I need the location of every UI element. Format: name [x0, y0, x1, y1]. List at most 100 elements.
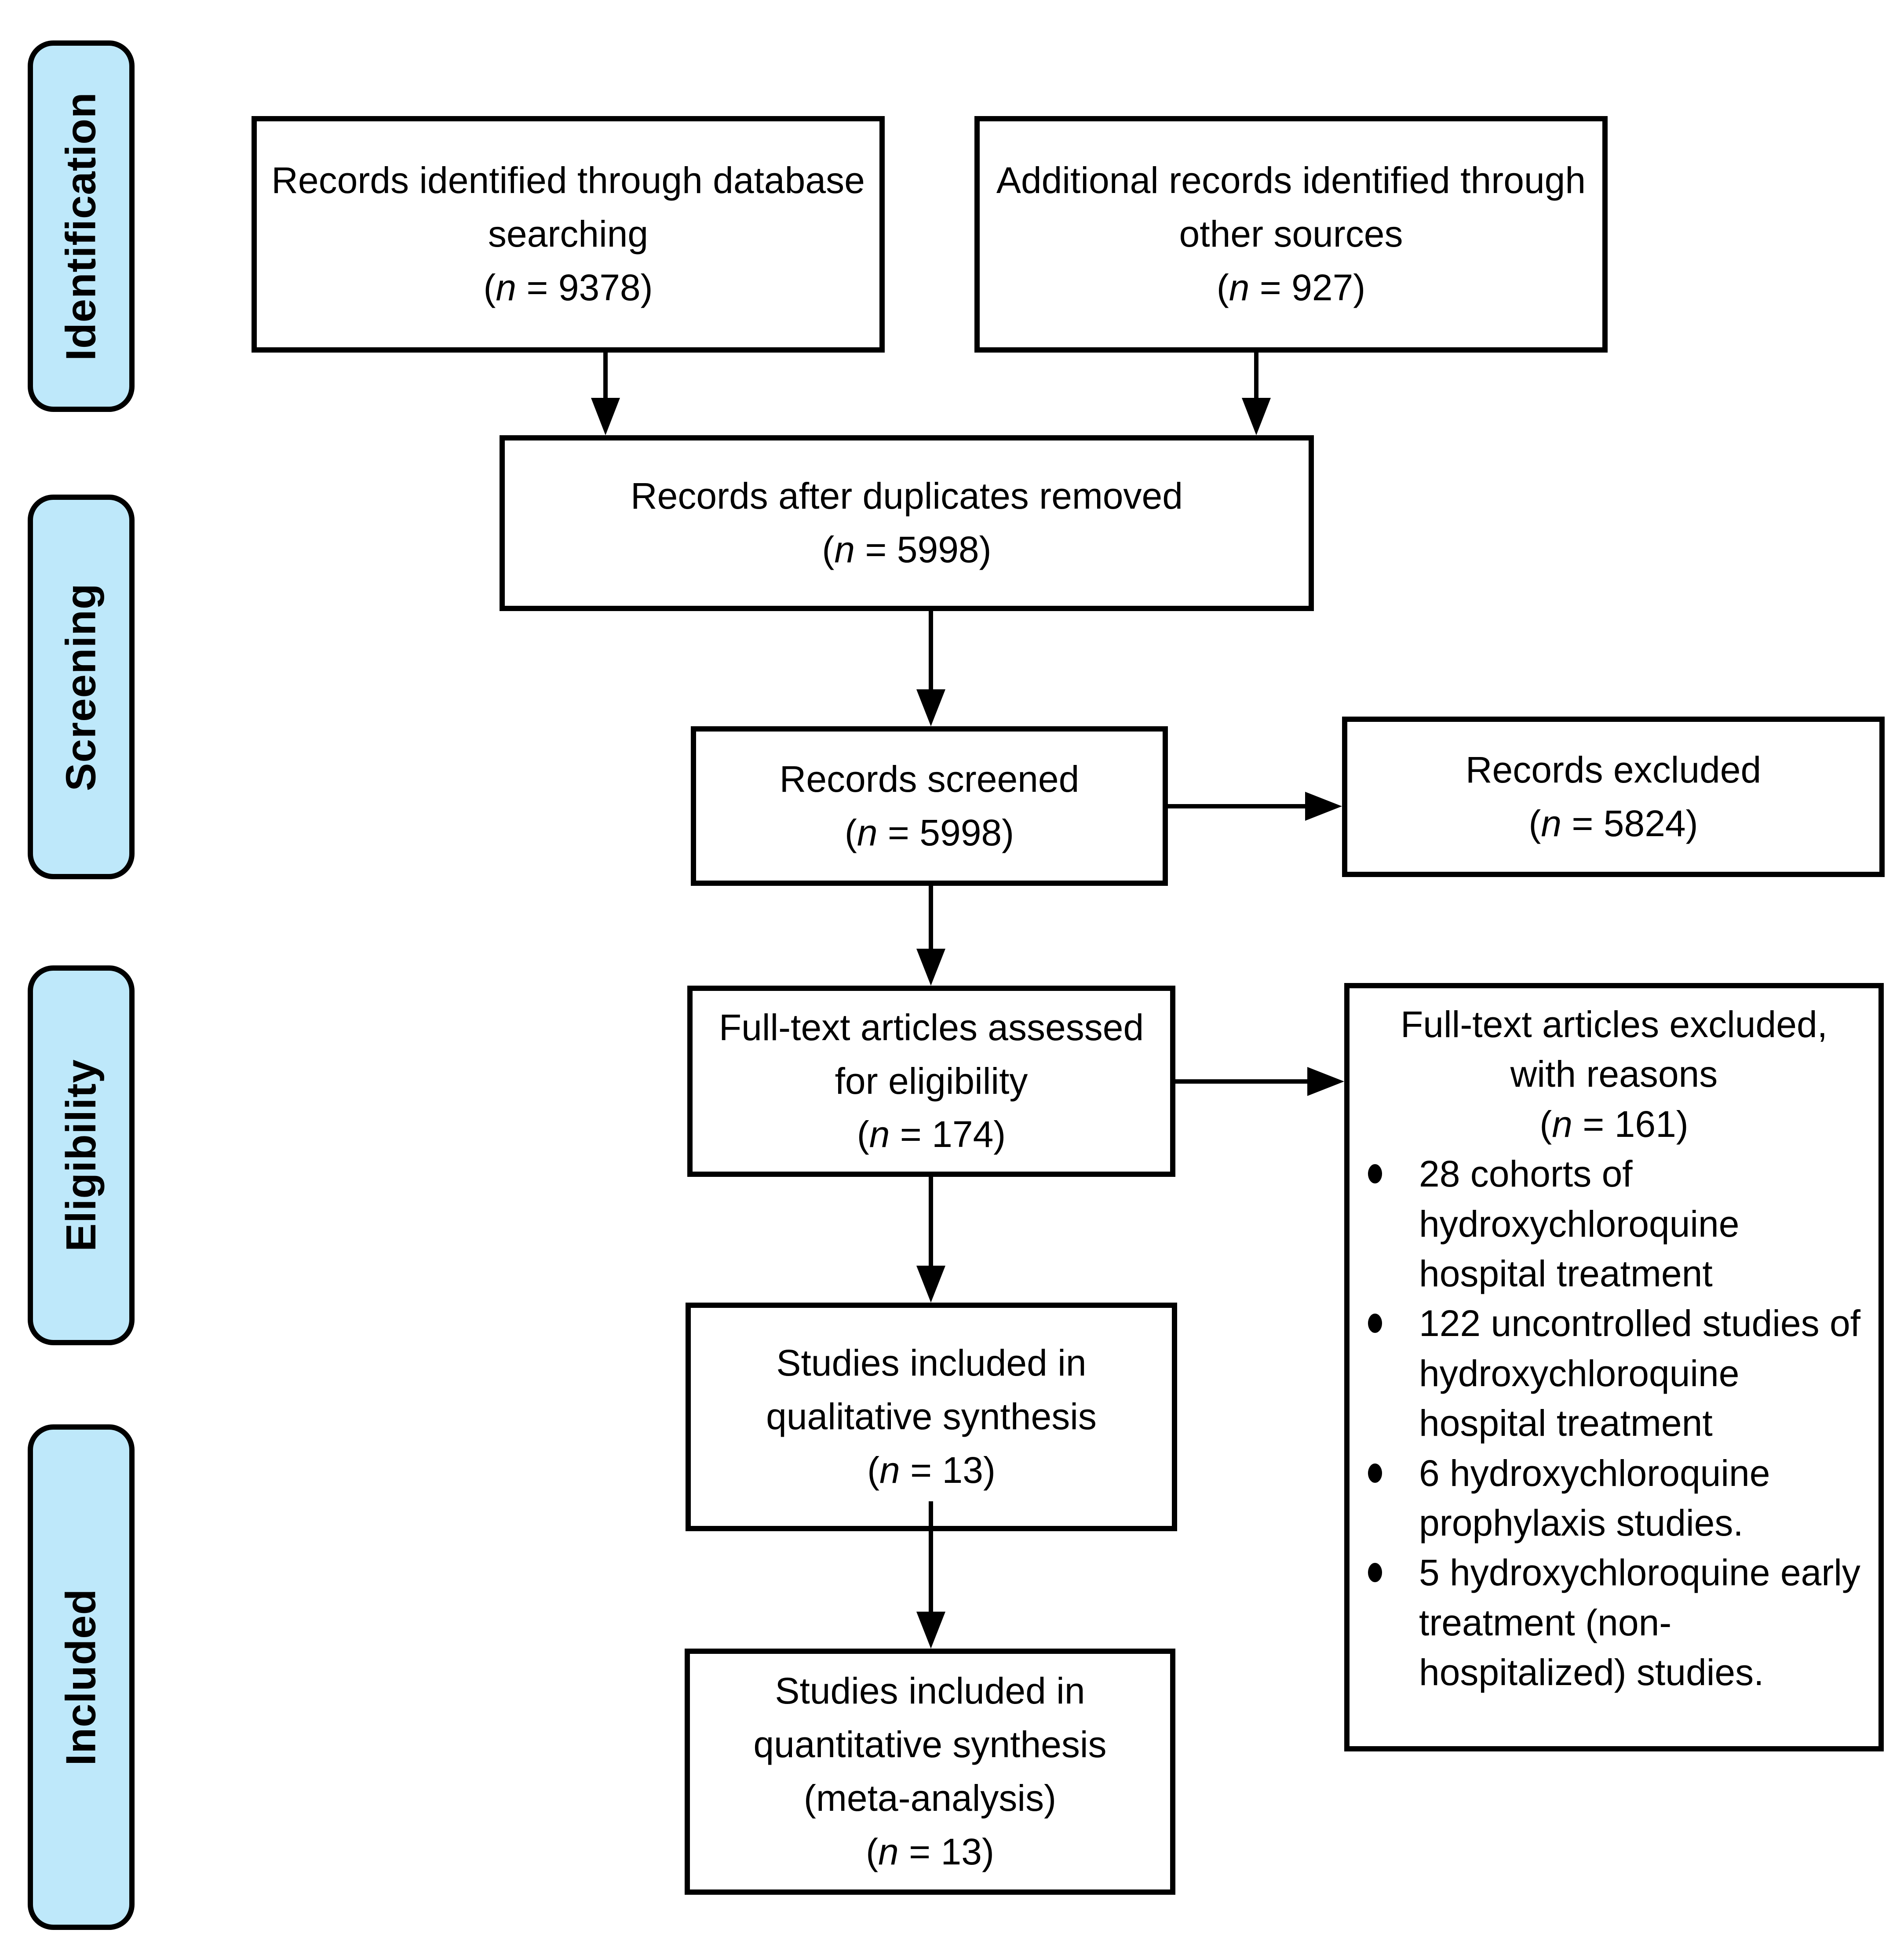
paren-open: (	[1539, 1103, 1552, 1145]
box-qualitative-synthesis: Studies included in qualitative synthesi…	[686, 1303, 1177, 1531]
n-symbol: n	[1541, 802, 1562, 844]
count-line: (n = 161)	[1539, 1099, 1689, 1149]
count-value: 927	[1291, 266, 1353, 308]
paren-close: )	[1676, 1103, 1689, 1145]
bullet-icon	[1368, 1563, 1382, 1583]
reason-text: 6 hydroxychloroquine prophylaxis studies…	[1419, 1452, 1770, 1544]
paren-open: (	[867, 1449, 880, 1491]
box-duplicates-removed-text: Records after duplicates removed	[631, 475, 1183, 517]
n-symbol: n	[1552, 1103, 1572, 1145]
equals-sign: =	[1572, 1103, 1615, 1145]
count-value: 5998	[897, 529, 979, 570]
arrow-additional-to-duplicates	[1242, 353, 1271, 435]
n-symbol: n	[869, 1114, 890, 1155]
count-value: 161	[1614, 1103, 1676, 1145]
paren-open: (	[822, 529, 835, 570]
box-fulltext-assessed-text: Full-text articles assessed for eligibil…	[719, 1006, 1144, 1102]
box-quantitative-synthesis: Studies included in quantitative synthes…	[685, 1649, 1175, 1895]
stage-eligibility: Eligibility	[28, 965, 135, 1345]
box-qualitative-synthesis-text: Studies included in qualitative synthesi…	[766, 1342, 1097, 1438]
paren-open: (	[483, 266, 496, 308]
equals-sign: =	[516, 266, 558, 308]
reason-text: 28 cohorts of hydroxychloroquine hospita…	[1419, 1153, 1740, 1294]
n-symbol: n	[496, 266, 517, 308]
count-line: (n = 13)	[866, 1825, 994, 1879]
count-line: (n = 5998)	[822, 523, 991, 577]
paren-open: (	[1216, 266, 1229, 308]
n-symbol: n	[834, 529, 855, 570]
paren-close: )	[1002, 812, 1014, 853]
box-records-excluded: Records excluded (n = 5824)	[1342, 717, 1885, 877]
stage-identification: Identification	[28, 40, 135, 412]
paren-close: )	[981, 1831, 994, 1872]
equals-sign: =	[900, 1449, 942, 1491]
paren-open: (	[866, 1831, 879, 1872]
arrow-fulltext-to-qualitative	[916, 1177, 945, 1303]
count-value: 13	[942, 1449, 983, 1491]
stage-screening: Screening	[28, 495, 135, 879]
equals-sign: =	[1249, 266, 1292, 308]
reason-text: 5 hydroxychloroquine early treatment (no…	[1419, 1552, 1860, 1693]
count-line: (n = 5998)	[845, 806, 1014, 860]
paren-close: )	[983, 1449, 996, 1491]
stage-included-label: Included	[57, 1588, 105, 1766]
stage-included: Included	[28, 1424, 135, 1930]
arrow-screened-to-fulltext	[916, 886, 945, 986]
stage-identification-label: Identification	[57, 91, 105, 361]
paren-close: )	[1353, 266, 1366, 308]
equals-sign: =	[1561, 802, 1604, 844]
reason-item: 5 hydroxychloroquine early treatment (no…	[1350, 1548, 1878, 1697]
equals-sign: =	[877, 812, 920, 853]
box-records-screened-text: Records screened	[779, 758, 1080, 800]
bullet-icon	[1368, 1164, 1382, 1184]
arrow-identified-to-duplicates	[591, 353, 620, 435]
box-additional-records-text: Additional records identified through ot…	[996, 160, 1586, 255]
bullet-icon	[1368, 1314, 1382, 1333]
box-additional-records: Additional records identified through ot…	[974, 116, 1608, 353]
equals-sign: =	[855, 529, 897, 570]
box-records-identified: Records identified through database sear…	[252, 116, 885, 353]
paren-close: )	[979, 529, 992, 570]
bullet-icon	[1368, 1463, 1382, 1483]
reason-item: 6 hydroxychloroquine prophylaxis studies…	[1350, 1449, 1878, 1548]
box-fulltext-assessed: Full-text articles assessed for eligibil…	[687, 986, 1175, 1177]
reason-item: 122 uncontrolled studies of hydroxychlor…	[1350, 1299, 1878, 1448]
count-line: (n = 9378)	[483, 261, 653, 315]
equals-sign: =	[890, 1114, 932, 1155]
count-value: 9378	[558, 266, 641, 308]
n-symbol: n	[879, 1449, 900, 1491]
box-records-excluded-text: Records excluded	[1465, 749, 1762, 790]
stage-screening-label: Screening	[57, 582, 105, 791]
box-records-screened: Records screened (n = 5998)	[691, 726, 1168, 886]
paren-close: )	[993, 1114, 1006, 1155]
count-value: 174	[932, 1114, 994, 1155]
n-symbol: n	[878, 1831, 899, 1872]
exclusion-reasons-list: 28 cohorts of hydroxychloroquine hospita…	[1350, 1149, 1878, 1697]
count-value: 5824	[1603, 802, 1686, 844]
count-value: 13	[941, 1831, 982, 1872]
paren-open: (	[844, 812, 857, 853]
box-duplicates-removed: Records after duplicates removed (n = 59…	[500, 435, 1314, 611]
count-line: (n = 5824)	[1528, 797, 1698, 851]
box-fulltext-excluded: Full-text articles excluded, with reason…	[1344, 983, 1884, 1751]
n-symbol: n	[1229, 266, 1250, 308]
box-quantitative-synthesis-text: Studies included in quantitative synthes…	[753, 1670, 1107, 1819]
count-value: 5998	[919, 812, 1002, 853]
stage-eligibility-label: Eligibility	[57, 1059, 105, 1252]
paren-close: )	[1685, 802, 1698, 844]
count-line: (n = 174)	[857, 1108, 1006, 1161]
reason-item: 28 cohorts of hydroxychloroquine hospita…	[1350, 1149, 1878, 1299]
reason-text: 122 uncontrolled studies of hydroxychlor…	[1419, 1303, 1861, 1444]
arrow-duplicates-to-screened	[916, 611, 945, 726]
paren-open: (	[857, 1114, 869, 1155]
n-symbol: n	[857, 812, 878, 853]
box-fulltext-excluded-title: Full-text articles excluded, with reason…	[1400, 1004, 1828, 1095]
box-records-identified-text: Records identified through database sear…	[271, 160, 865, 255]
arrow-screened-to-excluded	[1168, 792, 1342, 821]
equals-sign: =	[898, 1831, 941, 1872]
paren-close: )	[640, 266, 653, 308]
count-line: (n = 13)	[867, 1444, 996, 1497]
arrow-fulltext-to-excluded-reasons	[1175, 1067, 1344, 1096]
count-line: (n = 927)	[1217, 261, 1366, 315]
